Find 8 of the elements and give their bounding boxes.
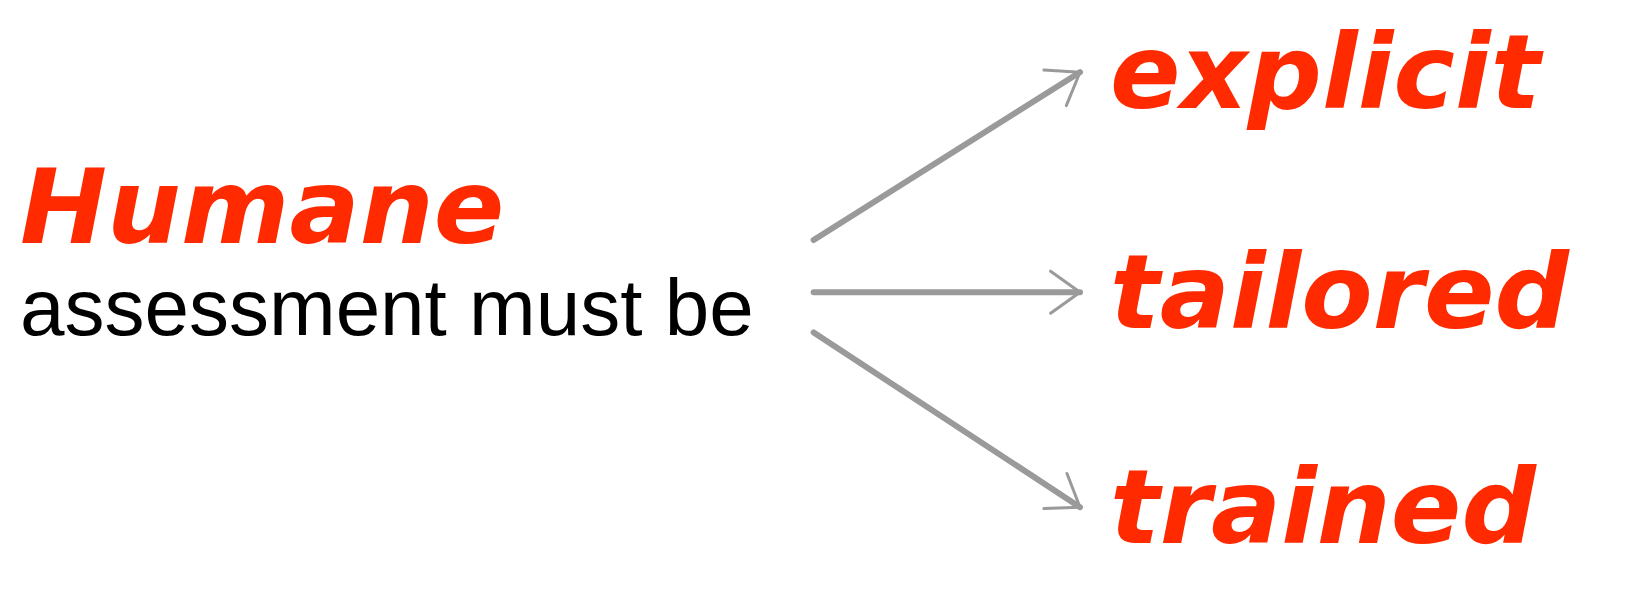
arrow — [810, 269, 1083, 315]
handwritten-word: explicit — [1110, 15, 1610, 130]
handwritten-word: tailored — [1110, 235, 1571, 350]
handwritten-word: trained — [1110, 450, 1538, 565]
arrow — [810, 68, 1083, 243]
handwritten-word: Humane — [20, 150, 506, 265]
arrow — [810, 329, 1083, 511]
statement-text: assessment must be — [20, 264, 754, 353]
